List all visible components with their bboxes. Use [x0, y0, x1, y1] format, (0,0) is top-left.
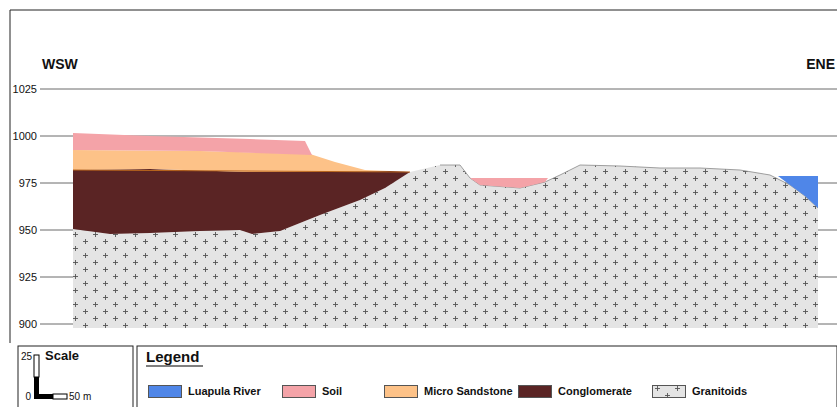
legend-swatch — [148, 385, 182, 398]
scale-bar — [34, 377, 39, 399]
scale-bar — [34, 355, 39, 377]
legend-swatch — [384, 385, 418, 398]
conglomerate — [73, 169, 410, 234]
legend-entry: Micro Sandstone — [384, 385, 513, 398]
legend-text: Micro Sandstone — [424, 386, 513, 397]
soil-lens — [470, 178, 548, 188]
legend-title: Legend — [146, 349, 199, 364]
axis-tick: 950 — [19, 225, 37, 236]
scale-title: Scale — [45, 349, 79, 362]
direction-label: ENE — [806, 57, 835, 71]
luapula-river — [778, 176, 818, 208]
legend-text: Conglomerate — [558, 386, 632, 397]
axis-tick: 1025 — [13, 84, 37, 95]
axis-tick: 900 — [19, 319, 37, 330]
axis-tick: 1000 — [13, 131, 37, 142]
axis-tick: 925 — [19, 272, 37, 283]
frame — [10, 10, 837, 343]
granitoids — [73, 165, 818, 328]
scale-bar — [39, 394, 53, 399]
legend-underline — [146, 365, 203, 366]
legend-entry: Soil — [282, 385, 342, 398]
scale-number: 50 m — [69, 392, 91, 402]
legend-entry: Conglomerate — [518, 385, 632, 398]
legend-entry: Luapula River — [148, 385, 261, 398]
legend-swatch — [518, 385, 552, 398]
scale-number: 0 — [25, 392, 31, 402]
scale-box — [18, 346, 133, 407]
soil — [73, 133, 312, 155]
legend-swatch — [282, 385, 316, 398]
legend-text: Granitoids — [692, 386, 747, 397]
legend-box — [137, 346, 837, 407]
legend-swatch — [652, 385, 686, 398]
direction-label: WSW — [42, 57, 78, 71]
legend-text: Soil — [322, 386, 342, 397]
scale-bar — [53, 394, 67, 399]
legend-text: Luapula River — [188, 386, 261, 397]
legend-entry: Granitoids — [652, 385, 747, 398]
scale-number: 25 — [21, 352, 32, 362]
axis-tick: 975 — [19, 178, 37, 189]
micro-sandstone — [73, 150, 390, 172]
